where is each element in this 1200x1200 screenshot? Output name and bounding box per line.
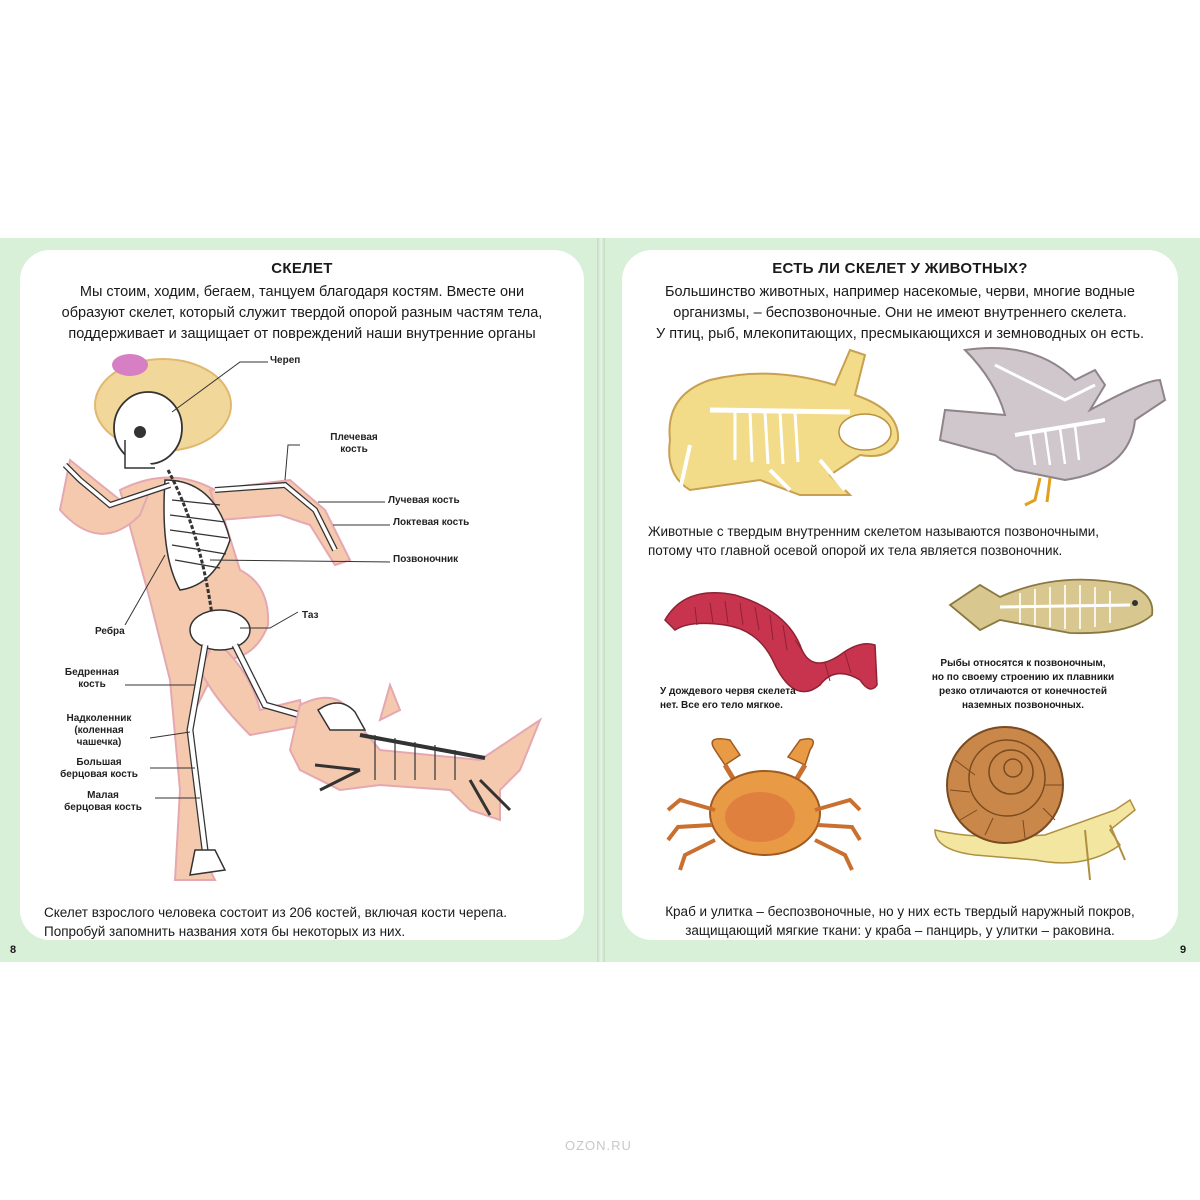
book-gutter xyxy=(597,238,605,962)
fish-caption: Рыбы относятся к позвоночным, но по свое… xyxy=(931,658,1115,711)
right-page-bottom-text: Краб и улитка – беспозвоночные, но у них… xyxy=(665,904,1135,938)
right-page-middle-text: Животные с твердым внутренним скелетом н… xyxy=(648,524,1100,558)
label-pelvis: Таз xyxy=(302,610,319,621)
crab-illustration xyxy=(666,738,862,871)
label-fibula: Малая берцовая кость xyxy=(64,790,142,813)
left-page-title: СКЕЛЕТ xyxy=(271,260,333,277)
fish-skeleton-illustration xyxy=(948,578,1154,635)
label-kneecap: Надколенник (коленная чашечка) xyxy=(66,713,132,748)
left-page-intro: Мы стоим, ходим, бегаем, танцуем благода… xyxy=(61,284,543,342)
earthworm-illustration xyxy=(664,592,878,693)
label-tibia: Большая берцовая кость xyxy=(60,757,138,780)
right-page-title: ЕСТЬ ЛИ СКЕЛЕТ У ЖИВОТНЫХ? xyxy=(772,260,1028,277)
snail-illustration xyxy=(934,726,1136,881)
label-ulna: Локтевая кость xyxy=(393,517,470,528)
right-page-intro: Большинство животных, например насекомые… xyxy=(655,284,1145,342)
label-humerus: Плечевая кость xyxy=(330,432,378,455)
worm-caption: У дождевого червя скелета нет. Все его т… xyxy=(660,686,796,711)
label-spine: Позвоночник xyxy=(393,554,459,565)
label-femur: Бедренная кость xyxy=(64,667,120,690)
page-number-right: 9 xyxy=(1180,944,1187,956)
label-skull: Череп xyxy=(270,355,301,366)
rabbit-skeleton-illustration xyxy=(668,348,900,496)
label-radius: Лучевая кость xyxy=(388,495,460,506)
ozon-watermark: OZON.RU xyxy=(565,1138,632,1153)
left-page-bottom-text: Скелет взрослого человека состоит из 206… xyxy=(44,905,508,939)
human-skeleton-illustration xyxy=(58,354,543,881)
label-ribs: Ребра xyxy=(95,626,125,637)
pigeon-skeleton-illustration xyxy=(938,347,1167,507)
page-number-left: 8 xyxy=(10,944,17,956)
